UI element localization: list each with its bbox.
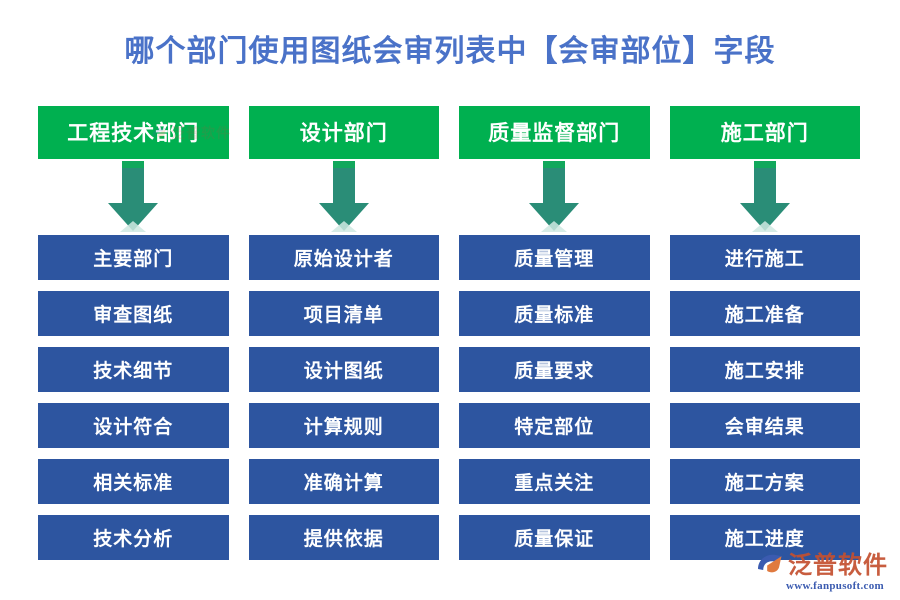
item-list-2: 原始设计者 项目清单 设计图纸 计算规则 准确计算 提供依据	[248, 235, 439, 560]
list-item[interactable]: 特定部位	[459, 403, 650, 448]
list-item[interactable]: 会审结果	[669, 403, 860, 448]
department-column-1: 工程技术部门 主要部门 审查图纸 技术细节 设计符合 相关标准 技术分析	[38, 106, 229, 560]
item-list-4: 进行施工 施工准备 施工安排 会审结果 施工方案 施工进度	[669, 235, 860, 560]
down-arrow-icon	[522, 160, 586, 232]
department-column-3: 质量监督部门 质量管理 质量标准 质量要求 特定部位 重点关注 质量保证	[459, 106, 650, 560]
list-item[interactable]: 施工进度	[669, 515, 860, 560]
department-column-2: 设计部门 原始设计者 项目清单 设计图纸 计算规则 准确计算 提供依据	[248, 106, 440, 560]
arrow-shaft-cap	[543, 160, 566, 168]
department-column-4: 施工部门 进行施工 施工准备 施工安排 会审结果 施工方案 施工进度	[669, 106, 861, 560]
list-item[interactable]: 质量管理	[459, 235, 650, 280]
down-arrow-icon	[733, 160, 797, 232]
list-item[interactable]: 项目清单	[248, 291, 439, 336]
list-item[interactable]: 相关标准	[38, 459, 229, 504]
down-arrow-icon	[101, 160, 165, 232]
department-header-1[interactable]: 工程技术部门	[38, 106, 229, 159]
arrow-shaft	[332, 160, 355, 206]
list-item[interactable]: 提供依据	[248, 515, 439, 560]
department-header-4[interactable]: 施工部门	[669, 106, 860, 159]
list-item[interactable]: 施工安排	[669, 347, 860, 392]
list-item[interactable]: 主要部门	[38, 235, 229, 280]
list-item[interactable]: 审查图纸	[38, 291, 229, 336]
list-item[interactable]: 进行施工	[669, 235, 860, 280]
list-item[interactable]: 设计图纸	[248, 347, 439, 392]
item-list-1: 主要部门 审查图纸 技术细节 设计符合 相关标准 技术分析	[38, 235, 229, 560]
arrow-shaft-cap	[753, 160, 776, 168]
down-arrow-icon	[312, 160, 376, 232]
list-item[interactable]: 技术分析	[38, 515, 229, 560]
item-list-3: 质量管理 质量标准 质量要求 特定部位 重点关注 质量保证	[459, 235, 650, 560]
arrow-shaft-cap	[122, 160, 145, 168]
arrow-shaft-cap	[332, 160, 355, 168]
arrow-head-glow	[751, 220, 778, 232]
watermark-url: www.fanpusoft.com	[786, 580, 884, 592]
list-item[interactable]: 技术细节	[38, 347, 229, 392]
arrow-connector-1	[38, 159, 229, 235]
list-item[interactable]: 计算规则	[248, 403, 439, 448]
list-item[interactable]: 设计符合	[38, 403, 229, 448]
list-item[interactable]: 准确计算	[248, 459, 439, 504]
arrow-shaft	[543, 160, 566, 206]
list-item[interactable]: 质量要求	[459, 347, 650, 392]
arrow-connector-2	[249, 159, 440, 235]
arrow-shaft	[753, 160, 776, 206]
list-item[interactable]: 施工方案	[669, 459, 860, 504]
list-item[interactable]: 原始设计者	[248, 235, 439, 280]
department-header-2[interactable]: 设计部门	[248, 106, 439, 159]
department-flow-diagram: 工程技术部门 主要部门 审查图纸 技术细节 设计符合 相关标准 技术分析 设计部…	[38, 106, 860, 560]
page-title: 哪个部门使用图纸会审列表中【会审部位】字段	[124, 35, 776, 68]
arrow-shaft	[122, 160, 145, 206]
list-item[interactable]: 重点关注	[459, 459, 650, 504]
arrow-connector-3	[459, 159, 650, 235]
arrow-head-glow	[541, 220, 568, 232]
list-item[interactable]: 质量保证	[459, 515, 650, 560]
list-item[interactable]: 质量标准	[459, 291, 650, 336]
arrow-connector-4	[670, 159, 861, 235]
arrow-head-glow	[330, 220, 357, 232]
list-item[interactable]: 施工准备	[669, 291, 860, 336]
department-header-3[interactable]: 质量监督部门	[459, 106, 650, 159]
arrow-head-glow	[120, 220, 147, 232]
